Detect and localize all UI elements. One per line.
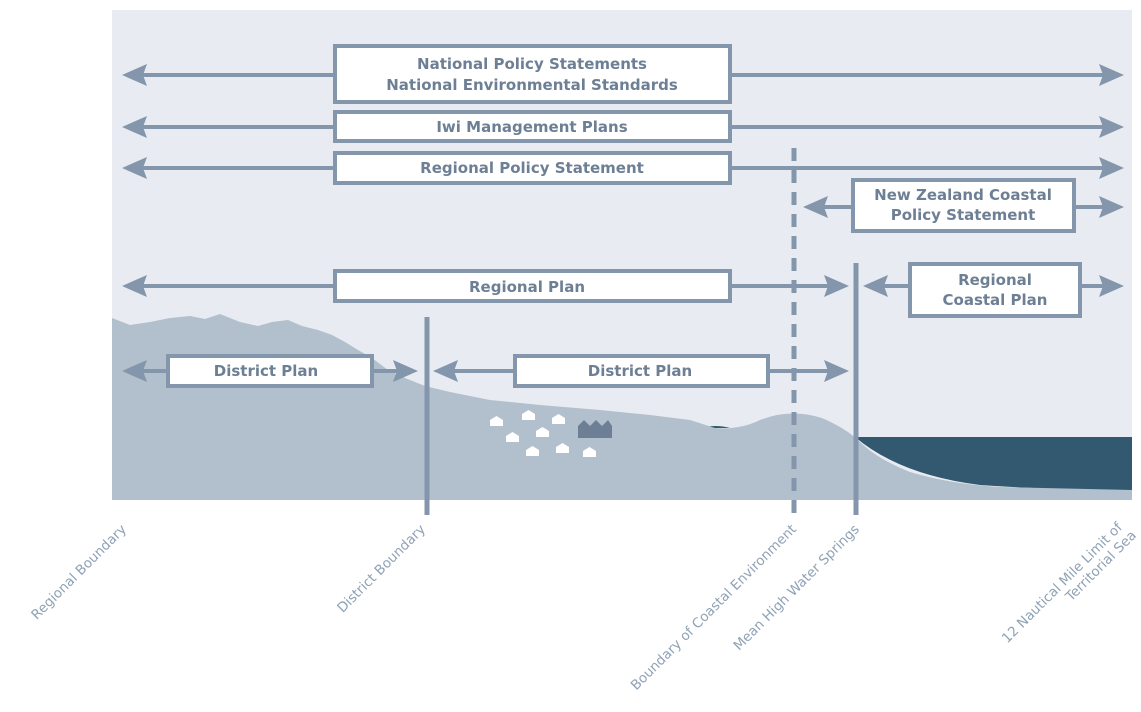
territorial-sea-label-line1: 12 Nautical Mile Limit of xyxy=(999,519,1127,647)
rps-box xyxy=(333,151,732,185)
district-plan-right-label: District Plan xyxy=(588,362,692,380)
iwi-plans-box xyxy=(333,110,732,143)
rcp-label-line1: Regional xyxy=(958,271,1032,289)
nzcps-label-line2: Policy Statement xyxy=(891,206,1036,224)
nps-label: National Policy Statements xyxy=(417,55,647,73)
nzcps-label-line1: New Zealand Coastal xyxy=(874,186,1052,204)
sea xyxy=(855,437,1132,490)
regional-boundary-label: Regional Boundary xyxy=(28,522,130,624)
district-plan-left-box xyxy=(166,354,374,388)
iwi-label: Iwi Management Plans xyxy=(436,118,627,136)
rcp-label-line2: Coastal Plan xyxy=(943,291,1048,309)
regional-plan-label: Regional Plan xyxy=(469,278,585,296)
iwi-arrow xyxy=(122,116,1124,138)
district-plan-right-arrow xyxy=(433,360,849,382)
district-plan-right-box xyxy=(513,354,770,388)
district-plan-left-label: District Plan xyxy=(214,362,318,380)
national-statements-box xyxy=(333,44,732,104)
rcp-arrow xyxy=(863,275,1124,297)
national-arrow xyxy=(122,64,1124,86)
nes-label: National Environmental Standards xyxy=(386,76,678,94)
district-plan-left-arrow xyxy=(122,360,418,382)
mhws-label: Mean High Water Springs xyxy=(730,522,862,654)
regional-plan-arrow xyxy=(122,275,849,297)
district-boundary-label: District Boundary xyxy=(334,522,429,617)
town-icon xyxy=(490,410,612,457)
nzcps-box xyxy=(851,178,1076,233)
nzcps-arrow xyxy=(803,196,1124,218)
rps-arrow xyxy=(122,157,1124,179)
rps-label: Regional Policy Statement xyxy=(420,159,644,177)
regional-coastal-plan-box xyxy=(908,262,1082,318)
regional-plan-box xyxy=(333,269,732,303)
